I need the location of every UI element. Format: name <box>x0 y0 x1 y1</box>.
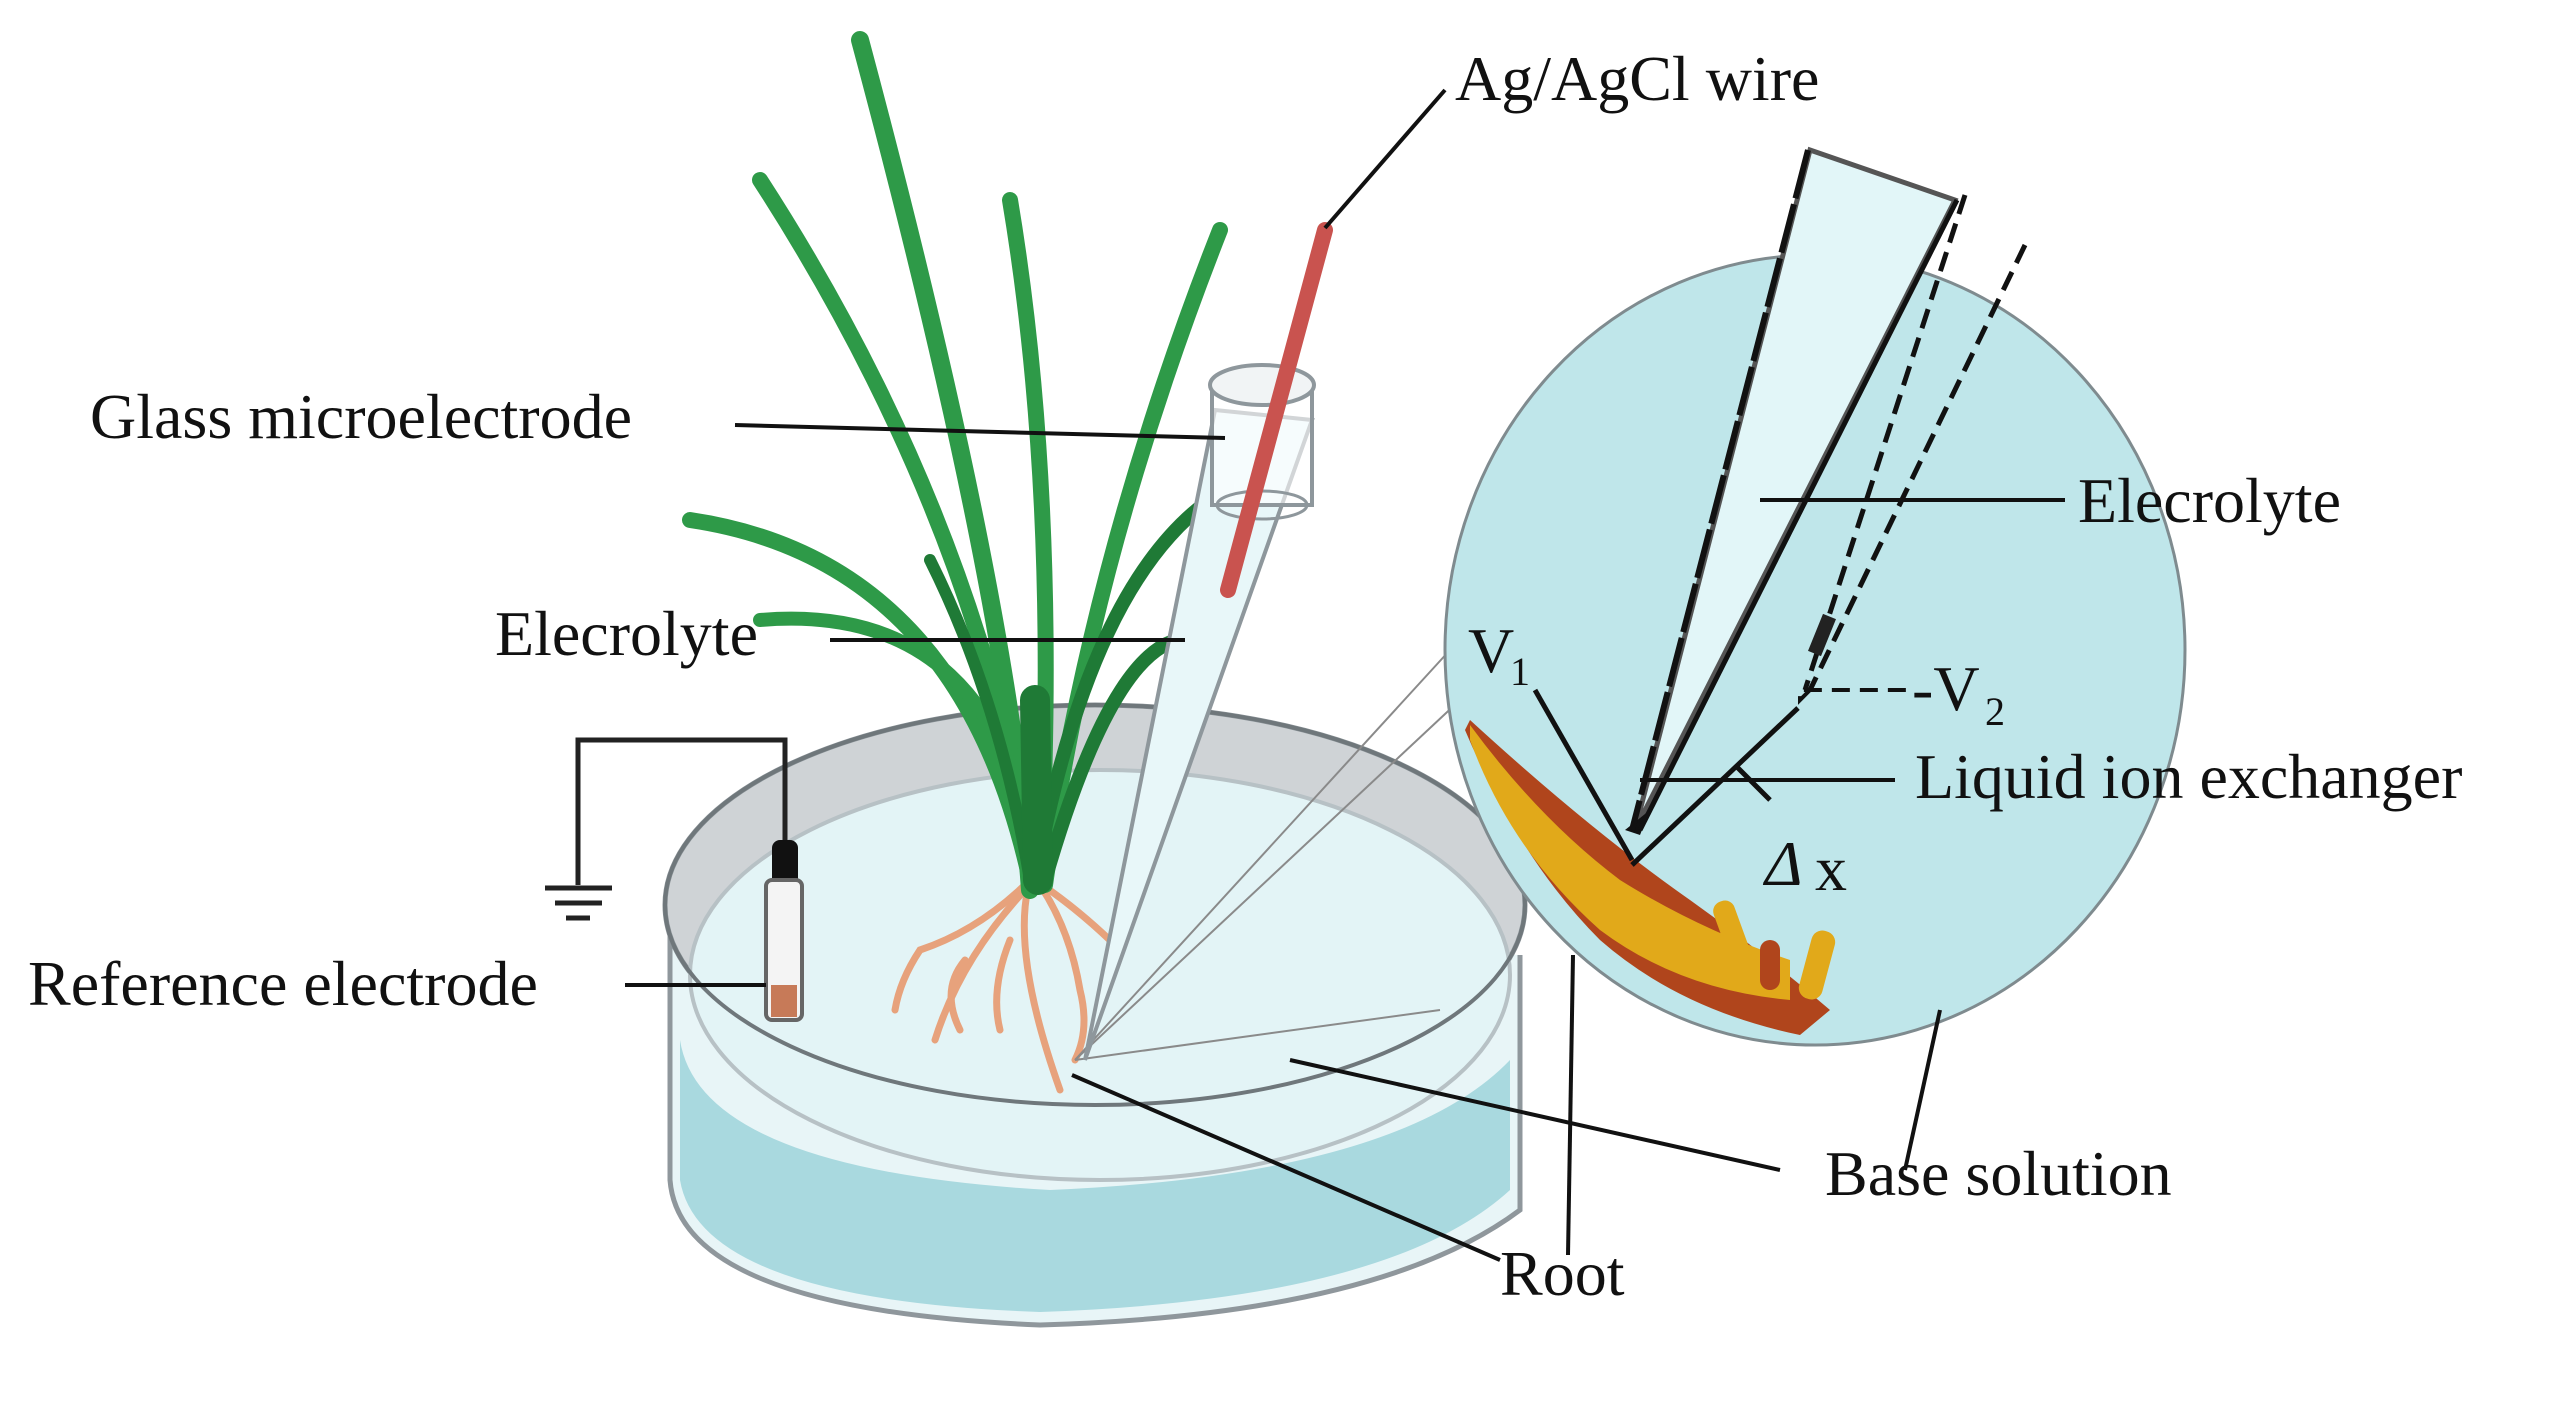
label-root: Root <box>1500 1238 1625 1309</box>
ag-agcl-wire <box>1220 222 1333 598</box>
plant-leaves <box>682 31 1277 899</box>
label-delta: Δ <box>1762 828 1803 899</box>
zoom-projection-lines <box>1074 649 1461 1061</box>
dish-liquid-side <box>680 1040 1510 1312</box>
electrode-tip <box>771 985 797 1017</box>
label-v1: V <box>1468 615 1514 686</box>
label-reference-electrode: Reference electrode <box>28 948 538 1019</box>
label-v1-subscript: 1 <box>1510 649 1530 694</box>
label-liquid-ion-exchanger: Liquid ion exchanger <box>1915 741 2462 812</box>
label-electrolyte-right: Elecrolyte <box>2078 465 2341 536</box>
v2-leader <box>1798 688 1915 705</box>
label-electrolyte-left: Elecrolyte <box>495 598 758 669</box>
labels: Ag/AgCl wire Glass microelectrode Elecro… <box>28 43 2462 1309</box>
label-glass-microelectrode: Glass microelectrode <box>90 381 632 452</box>
delta-x-bracket <box>1630 706 1800 867</box>
glass-microelectrode <box>1083 222 1333 1061</box>
label-delta-x: x <box>1815 833 1847 904</box>
zoom-electrode-dashed <box>1802 194 1968 691</box>
label-ag-agcl-wire: Ag/AgCl wire <box>1455 43 1819 114</box>
v1-leader <box>1532 688 1635 862</box>
reference-electrode-assembly <box>545 737 804 1022</box>
ground-wire <box>575 737 788 885</box>
label-v2-subscript: 2 <box>1985 689 2005 734</box>
root-tissue <box>1470 725 1790 1000</box>
label-base-solution: Base solution <box>1825 1138 2172 1209</box>
leader-lines <box>625 88 2065 1262</box>
label-v2: -V <box>1912 653 1980 724</box>
zoom-inset <box>1443 146 2187 1047</box>
